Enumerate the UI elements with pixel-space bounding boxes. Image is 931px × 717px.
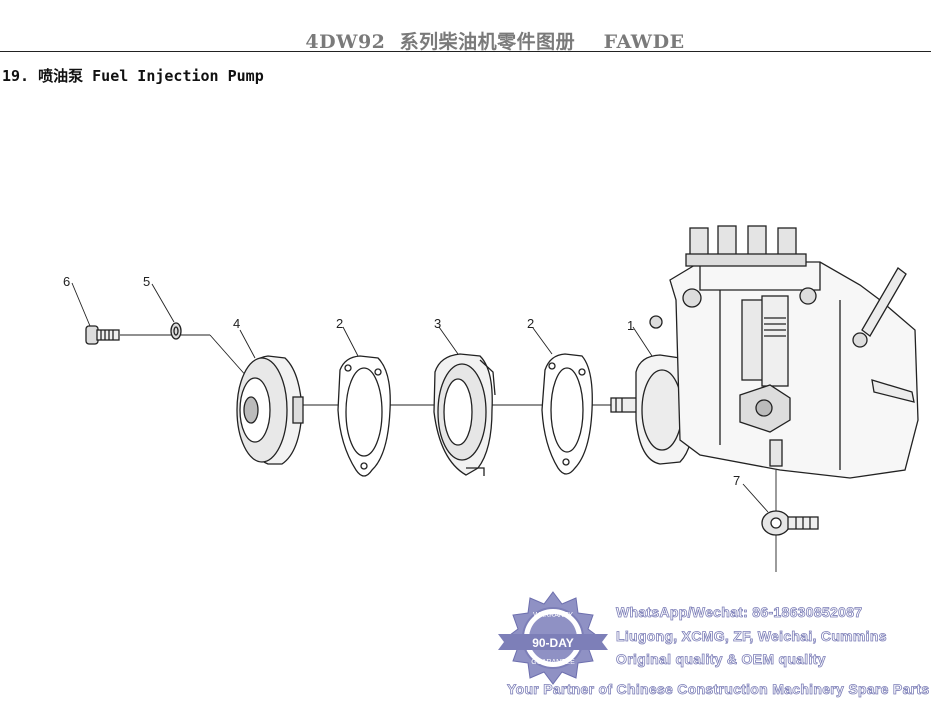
callout-1: 1 — [627, 318, 634, 333]
header-rule — [0, 51, 931, 52]
document-title: 4DW92 系列柴油机零件图册 FAWDE — [305, 31, 685, 53]
watermark-slogan: Your Partner of Chinese Construction Mac… — [507, 681, 930, 698]
callout-3: 3 — [434, 316, 441, 331]
watermark-quality: Original quality & OEM quality — [616, 651, 826, 668]
callout-2-right: 2 — [527, 316, 534, 331]
callout-7: 7 — [733, 473, 740, 488]
callout-4: 4 — [233, 316, 240, 331]
part-4-gear-hub — [236, 329, 304, 465]
callout-5: 5 — [143, 274, 150, 289]
badge-top-text: WARRANTY — [533, 612, 573, 619]
badge-bottom-text: GUARANTEE — [531, 659, 575, 666]
part-1-injection-pump — [610, 225, 919, 479]
part-5-washer — [151, 283, 182, 340]
guarantee-badge: 90-DAY WARRANTY GUARANTEE — [498, 591, 608, 685]
callout-2-left: 2 — [336, 316, 343, 331]
part-7-banjo-fitting — [742, 470, 819, 572]
section-title: 19. 喷油泵 Fuel Injection Pump — [2, 67, 264, 85]
badge-center-text: 90-DAY — [532, 636, 574, 650]
part-2-gasket-left — [337, 326, 391, 477]
watermark-contact: WhatsApp/Wechat: 86-18630852087 — [616, 604, 863, 621]
part-3-flange — [433, 326, 496, 476]
watermark-brands: Liugong, XCMG, ZF, Weichai, Cummins — [616, 628, 887, 645]
callout-6: 6 — [63, 274, 70, 289]
part-6-bolt — [71, 282, 120, 345]
document-header: 4DW92 系列柴油机零件图册 FAWDE — [0, 0, 931, 53]
part-2-gasket-right — [532, 327, 593, 475]
